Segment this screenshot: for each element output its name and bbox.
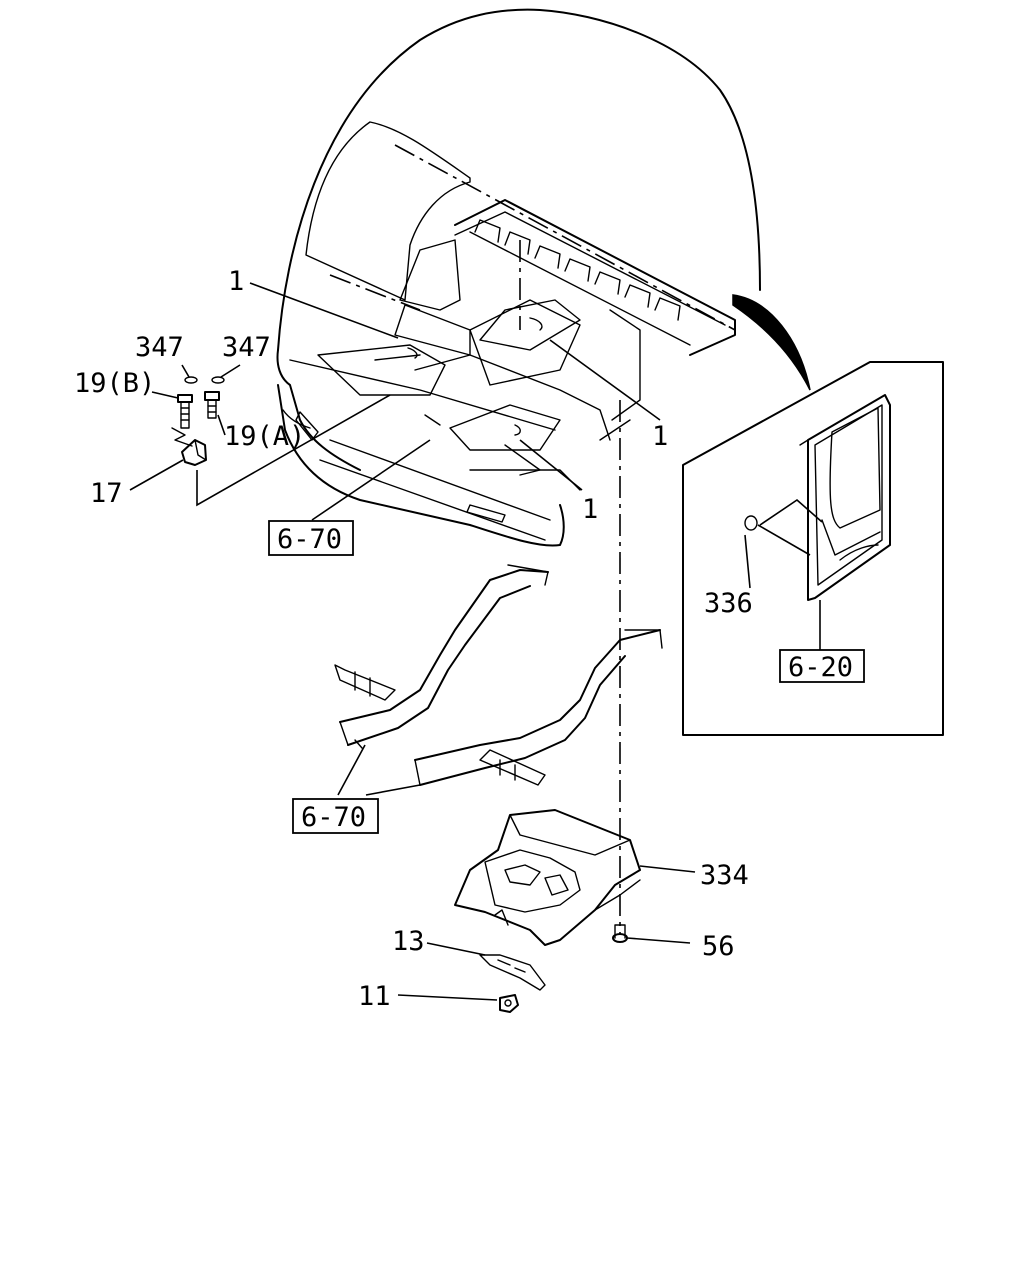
cover-panel-334 [454,809,641,946]
callout-19a: 19(A) [224,421,305,452]
cab-body [276,8,761,547]
washer-347-left [184,376,198,384]
inset-detail-box [682,294,944,736]
bolt-19a [204,391,220,419]
plug-56 [612,924,628,943]
callout-336: 336 [704,588,753,619]
callout-19b: 19(B) [74,368,155,399]
ref-box-6-20: 6-20 [779,649,865,683]
frame-rails [334,564,663,786]
floor-panel [317,199,736,491]
callout-334: 334 [700,860,749,891]
bracket-13 [479,954,546,991]
callout-1-low: 1 [582,494,598,525]
ref-label-6-70-top: 6-70 [277,524,342,555]
callout-347-left: 347 [135,332,184,363]
nut-11 [499,994,519,1013]
callout-11: 11 [358,981,391,1012]
break-line [171,427,193,447]
callout-13: 13 [392,926,425,957]
bolt-19b [177,394,193,429]
phantom-line-left [329,274,421,311]
ref-label-6-20: 6-20 [788,652,853,683]
ref-label-6-70-bottom: 6-70 [301,802,366,833]
leader-lines [129,282,821,1001]
phantom-line-roof [394,144,736,331]
washer-347-right [211,376,225,384]
mount-bracket-17 [181,439,207,466]
grommet-336 [744,515,758,531]
pointer-arrow [732,294,811,391]
callout-56: 56 [702,931,735,962]
callout-1-top: 1 [228,266,244,297]
bracket-leader [196,394,391,507]
callout-17: 17 [90,478,123,509]
callout-1-mid: 1 [652,421,668,452]
ref-box-6-70-bottom: 6-70 [292,798,379,834]
ref-box-6-70-top: 6-70 [268,520,354,556]
callout-347-right: 347 [222,332,271,363]
